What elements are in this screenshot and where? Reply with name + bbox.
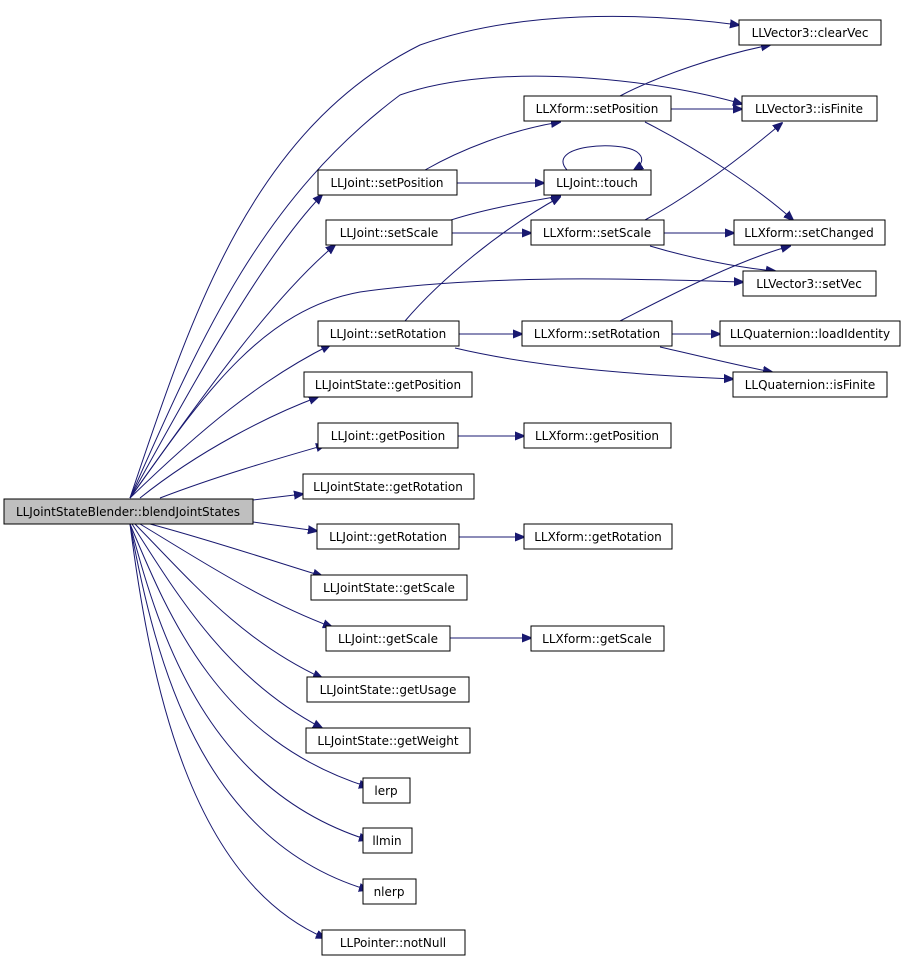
edge-root-js-getweight <box>131 523 322 728</box>
node-xf-setrot[interactable]: LLXform::setRotation <box>521 320 673 347</box>
node-label: LLJointStateBlender::blendJointStates <box>16 505 240 519</box>
node-label: LLJoint::getRotation <box>329 530 447 544</box>
nodes: LLJointStateBlender::blendJointStates LL… <box>3 19 901 956</box>
node-js-getrot[interactable]: LLJointState::getRotation <box>302 473 475 500</box>
node-q-loadid[interactable]: LLQuaternion::loadIdentity <box>719 320 901 347</box>
node-label: LLVector3::isFinite <box>755 102 863 116</box>
node-label: LLJoint::touch <box>556 176 638 190</box>
node-j-getscale[interactable]: LLJoint::getScale <box>325 625 451 652</box>
node-label: LLXform::getScale <box>542 632 652 646</box>
edge-xf-setpos-xf-setchanged <box>644 121 793 220</box>
edge-xf-setscale-vec-setvec <box>649 245 775 271</box>
edge-xf-setrot-q-isfinite <box>659 346 772 372</box>
edges <box>129 15 793 938</box>
node-j-getpos[interactable]: LLJoint::getPosition <box>317 422 459 449</box>
node-label: LLJointState::getScale <box>323 581 455 595</box>
node-lerp[interactable]: lerp <box>362 777 411 804</box>
node-label: LLVector3::clearVec <box>752 26 869 40</box>
node-label: LLQuaternion::loadIdentity <box>730 327 890 341</box>
node-xf-getrot[interactable]: LLXform::getRotation <box>523 523 673 550</box>
node-js-getweight[interactable]: LLJointState::getWeight <box>305 727 471 754</box>
node-q-isfinite[interactable]: LLQuaternion::isFinite <box>732 371 888 398</box>
node-j-setpos[interactable]: LLJoint::setPosition <box>317 169 458 196</box>
node-vec-isfinite[interactable]: LLVector3::isFinite <box>741 95 878 122</box>
node-label: LLJointState::getPosition <box>315 378 461 392</box>
edge-j-touch-self <box>562 145 642 170</box>
edge-root-ptr-notnull <box>129 523 325 938</box>
edge-xf-setpos-vec-clearvec <box>619 45 770 97</box>
edge-root-j-setpos <box>129 195 322 499</box>
node-label: LLJoint::setScale <box>340 226 439 240</box>
node-label: llmin <box>372 834 401 848</box>
node-label: LLJoint::getPosition <box>331 429 445 443</box>
node-xf-getpos[interactable]: LLXform::getPosition <box>523 422 672 449</box>
node-label: LLXform::setRotation <box>534 327 660 341</box>
node-label: LLVector3::setVec <box>756 277 862 291</box>
node-label: LLXform::getPosition <box>535 429 659 443</box>
node-xf-setchanged[interactable]: LLXform::setChanged <box>733 219 886 246</box>
node-xf-getscale[interactable]: LLXform::getScale <box>530 625 665 652</box>
node-label: LLQuaternion::isFinite <box>745 378 876 392</box>
node-vec-setvec[interactable]: LLVector3::setVec <box>742 270 877 297</box>
edge-j-setpos-xf-setpos <box>424 122 560 171</box>
edge-xf-setrot-xf-setchanged <box>619 246 790 322</box>
node-j-setscale[interactable]: LLJoint::setScale <box>325 219 453 246</box>
node-xf-setpos[interactable]: LLXform::setPosition <box>523 95 672 122</box>
node-j-touch[interactable]: LLJoint::touch <box>543 169 652 196</box>
edge-root-vec-isfinite <box>129 75 742 499</box>
edge-xf-setscale-vec-isfinite <box>644 123 782 221</box>
node-label: lerp <box>374 784 397 798</box>
edge-root-j-setrot <box>129 345 330 499</box>
node-label: LLXform::setPosition <box>536 102 659 116</box>
edge-root-js-getscale <box>149 523 322 576</box>
edge-root-lerp <box>129 523 368 787</box>
node-label: LLJoint::setPosition <box>330 176 443 190</box>
node-label: LLJoint::getScale <box>338 632 438 646</box>
node-label: LLXform::getRotation <box>534 530 662 544</box>
node-llmin[interactable]: llmin <box>362 827 413 854</box>
edge-root-js-getusage <box>134 523 322 678</box>
node-label: LLPointer::notNull <box>340 936 446 950</box>
edge-j-setrot-j-touch <box>404 197 560 322</box>
node-label: LLJointState::getRotation <box>313 480 463 494</box>
node-label: LLJointState::getUsage <box>320 683 457 697</box>
edge-root-j-getpos <box>159 445 325 499</box>
node-label: nlerp <box>374 885 405 899</box>
node-label: LLJointState::getWeight <box>317 734 459 748</box>
node-js-getpos[interactable]: LLJointState::getPosition <box>303 371 473 398</box>
node-xf-setscale[interactable]: LLXform::setScale <box>530 219 665 246</box>
edge-root-js-getpos <box>139 397 318 499</box>
node-root[interactable]: LLJointStateBlender::blendJointStates <box>3 498 254 525</box>
node-ptr-notnull[interactable]: LLPointer::notNull <box>321 929 466 956</box>
edge-root-vec-clearvec <box>129 15 739 499</box>
node-js-getscale[interactable]: LLJointState::getScale <box>310 574 468 601</box>
edge-root-llmin <box>129 523 368 840</box>
edge-root-js-getrot <box>252 494 303 501</box>
node-vec-clearvec[interactable]: LLVector3::clearVec <box>738 19 882 46</box>
node-label: LLJoint::setRotation <box>330 327 447 341</box>
edge-root-j-getscale <box>139 523 332 627</box>
edge-root-vec-setvec <box>129 279 743 499</box>
node-j-setrot[interactable]: LLJoint::setRotation <box>317 320 460 347</box>
edge-root-nlerp <box>129 523 368 890</box>
node-j-getrot[interactable]: LLJoint::getRotation <box>316 523 460 550</box>
edge-j-setscale-j-touch <box>444 196 560 223</box>
node-label: LLXform::setChanged <box>744 226 874 240</box>
node-label: LLXform::setScale <box>543 226 651 240</box>
node-js-getusage[interactable]: LLJointState::getUsage <box>306 676 470 703</box>
edge-root-j-getrot <box>252 521 317 531</box>
edge-j-setrot-q-isfinite <box>454 347 733 379</box>
node-nlerp[interactable]: nlerp <box>362 878 417 905</box>
